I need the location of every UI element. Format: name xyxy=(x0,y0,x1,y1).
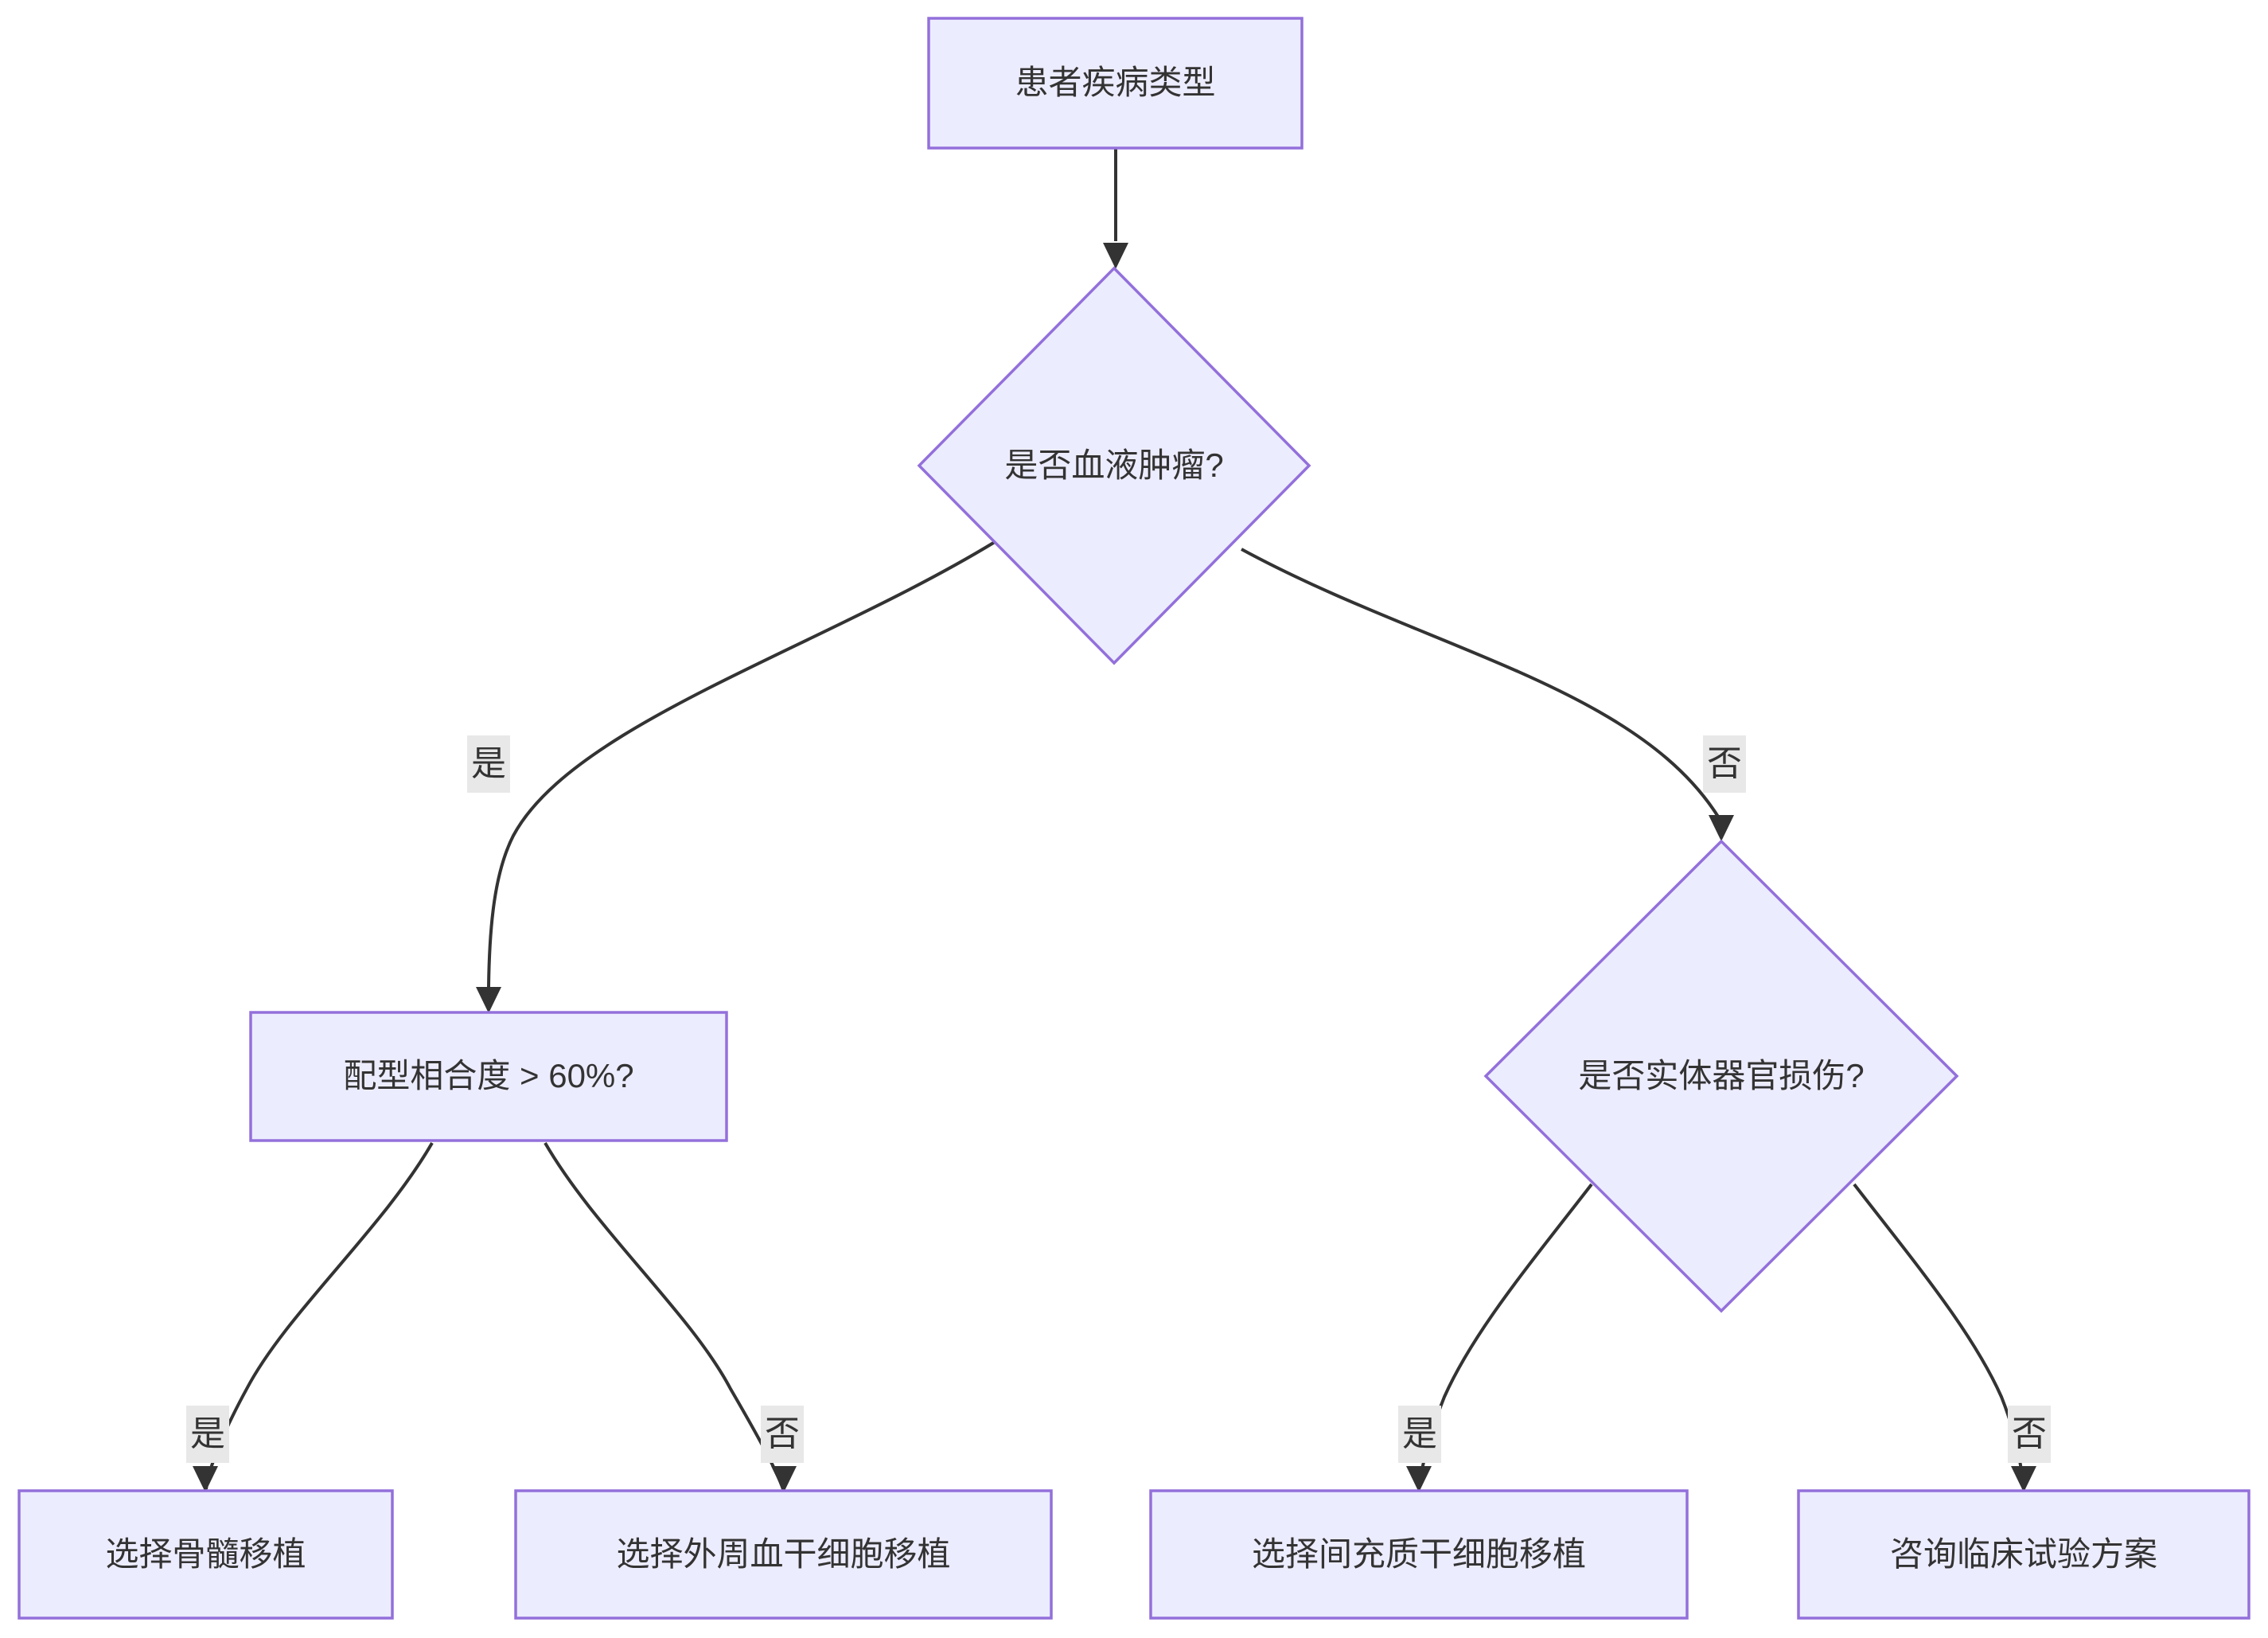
edge-c-f xyxy=(544,1141,785,1490)
edge-d-g xyxy=(1417,1183,1593,1490)
node-solid-organ-decision-shape xyxy=(1483,839,1959,1313)
node-mesenchymal-shape xyxy=(1149,1489,1689,1620)
node-peripheral-blood-shape xyxy=(514,1489,1053,1620)
arrowhead-d-h xyxy=(2011,1466,2036,1492)
edge-c-e xyxy=(205,1141,434,1490)
node-layer xyxy=(18,17,2250,1620)
node-blood-tumor-decision-shape xyxy=(917,266,1311,665)
node-patient-disease-type-shape xyxy=(927,17,1304,150)
edge-d-h xyxy=(1853,1183,2025,1490)
arrowhead-c-f xyxy=(771,1466,797,1492)
arrowhead-b-d xyxy=(1709,815,1734,841)
arrowhead-b-c xyxy=(476,987,501,1013)
node-bone-marrow-shape xyxy=(18,1489,394,1620)
arrowhead-c-e xyxy=(193,1466,218,1492)
node-clinical-trial-shape xyxy=(1797,1489,2250,1620)
arrowhead-a-b xyxy=(1103,243,1128,269)
node-match-degree-shape xyxy=(249,1011,728,1142)
arrowhead-d-g xyxy=(1406,1466,1432,1492)
edge-b-d xyxy=(1241,548,1720,818)
edge-b-c xyxy=(487,540,996,988)
